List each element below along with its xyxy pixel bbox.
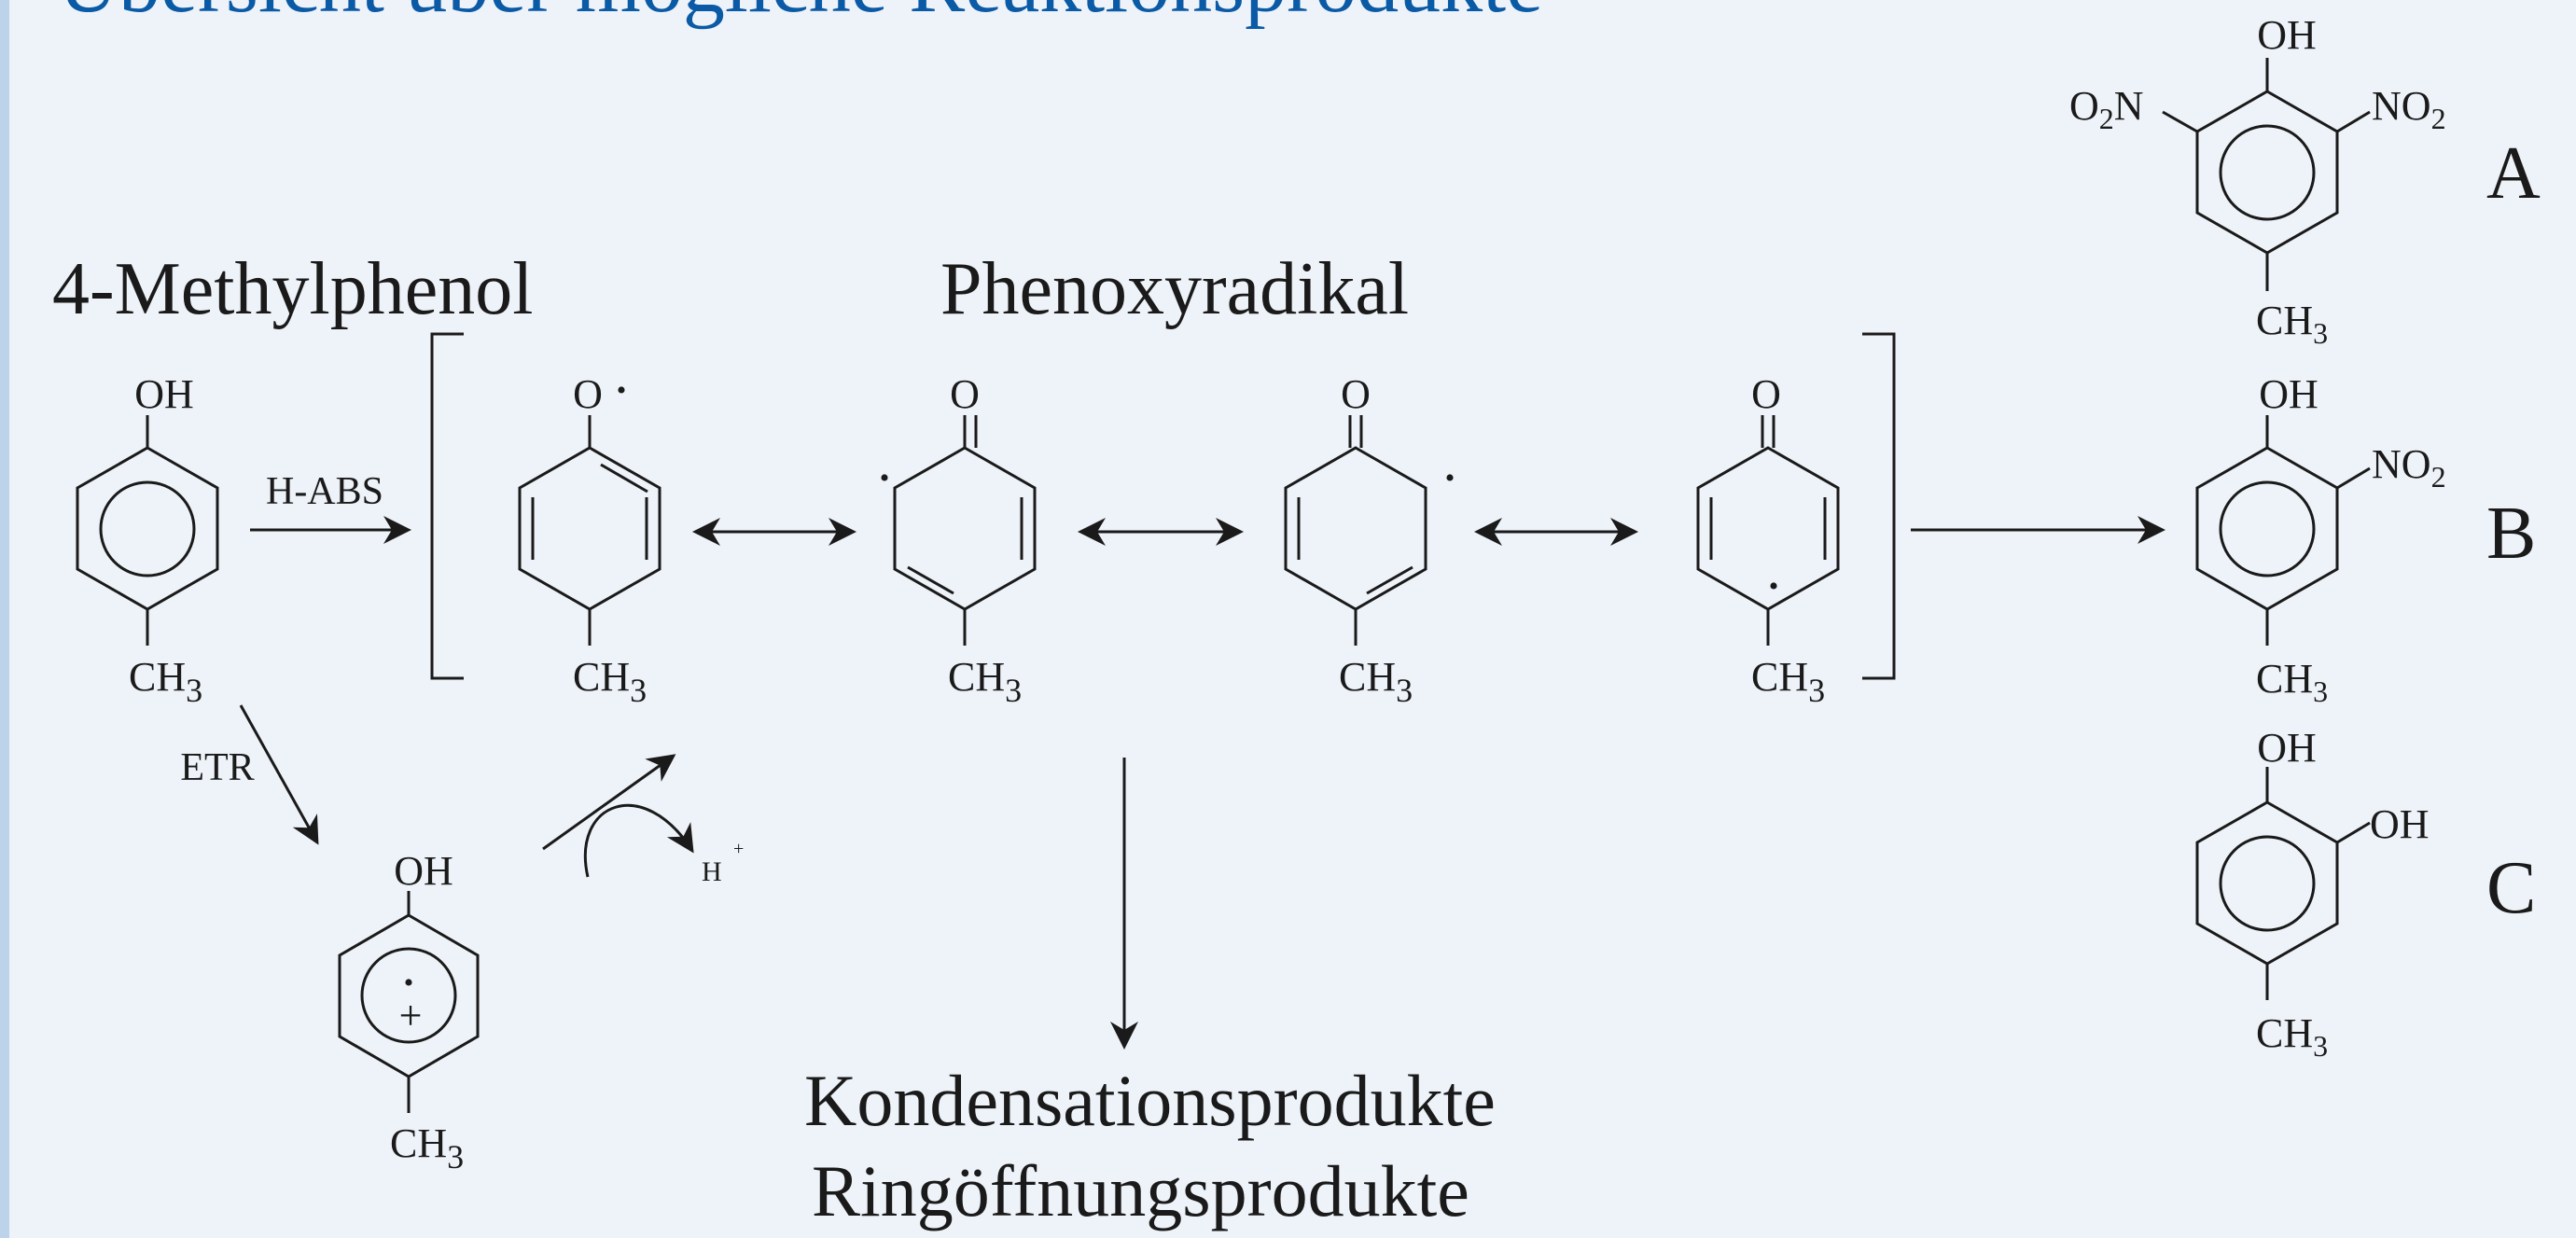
atom-ch3: CH3 (390, 1120, 464, 1175)
slide-title: Übersicht über mögliche Reaktionsprodukt… (58, 0, 1543, 30)
molecule-phenoxy-resonance-3 (1284, 415, 1427, 646)
product-label-c: C (2486, 847, 2536, 929)
atom-no2: NO2 (2372, 441, 2446, 494)
atom-ch3: CH3 (129, 654, 202, 709)
molecule-product-c (2195, 767, 2371, 1000)
radical-dot: • (617, 375, 627, 406)
label-kondensationsprodukte: Kondensationsprodukte (804, 1060, 1496, 1141)
atom-oh: OH (134, 371, 194, 417)
atom-oh: OH (2370, 801, 2430, 847)
radical-dot: • (880, 463, 890, 494)
product-label-b: B (2486, 493, 2536, 575)
molecule-radical-cation (338, 891, 480, 1113)
atom-ch3: CH3 (2256, 656, 2328, 708)
arrow-proton-curve (583, 803, 694, 878)
label-4-methylphenol: 4-Methylphenol (52, 248, 533, 330)
atom-oh: OH (2257, 725, 2317, 771)
atom-oh: OH (2257, 12, 2317, 58)
atom-o: O (950, 371, 980, 417)
arrow-proton-release (542, 754, 676, 851)
arrow-etr (239, 704, 319, 845)
label-phenoxyradical: Phenoxyradikal (940, 248, 1409, 330)
molecule-product-a (2162, 58, 2371, 291)
atom-no2: NO2 (2372, 83, 2446, 135)
molecule-phenoxy-resonance-1 (518, 415, 661, 646)
atom-o: O (1751, 371, 1781, 417)
atom-ch3: CH3 (573, 654, 647, 709)
radical-dot: • (1769, 571, 1779, 602)
atom-ch3: CH3 (948, 654, 1022, 709)
atom-ch3: CH3 (1751, 654, 1825, 709)
atom-h: H (702, 856, 722, 887)
atom-o: O (1341, 371, 1371, 417)
atom-oh: OH (2259, 371, 2318, 417)
molecule-phenoxy-resonance-2 (893, 415, 1037, 646)
atom-o2n: O2N (2069, 83, 2144, 135)
resonance-bracket-left (430, 332, 464, 680)
atom-oh: OH (394, 848, 453, 894)
charge-plus: + (733, 839, 744, 859)
charge-plus: + (399, 993, 423, 1038)
atom-ch3: CH3 (2256, 1010, 2328, 1063)
radical-dot: • (1445, 463, 1455, 494)
molecule-4-methylphenol (76, 415, 219, 646)
resonance-bracket-right (1862, 332, 1896, 680)
label-etr: ETR (180, 746, 254, 789)
atom-o: O (573, 371, 603, 417)
slide-left-edge (0, 0, 9, 1238)
label-ringoeffnungsprodukte: Ringöffnungsprodukte (812, 1150, 1469, 1231)
product-label-a: A (2486, 132, 2541, 215)
atom-ch3: CH3 (2256, 298, 2328, 350)
molecule-phenoxy-resonance-4 (1696, 415, 1840, 646)
molecule-product-b (2195, 415, 2371, 646)
radical-dot: • (404, 967, 414, 998)
label-h-abs: H-ABS (266, 470, 383, 513)
atom-ch3: CH3 (1339, 654, 1413, 709)
